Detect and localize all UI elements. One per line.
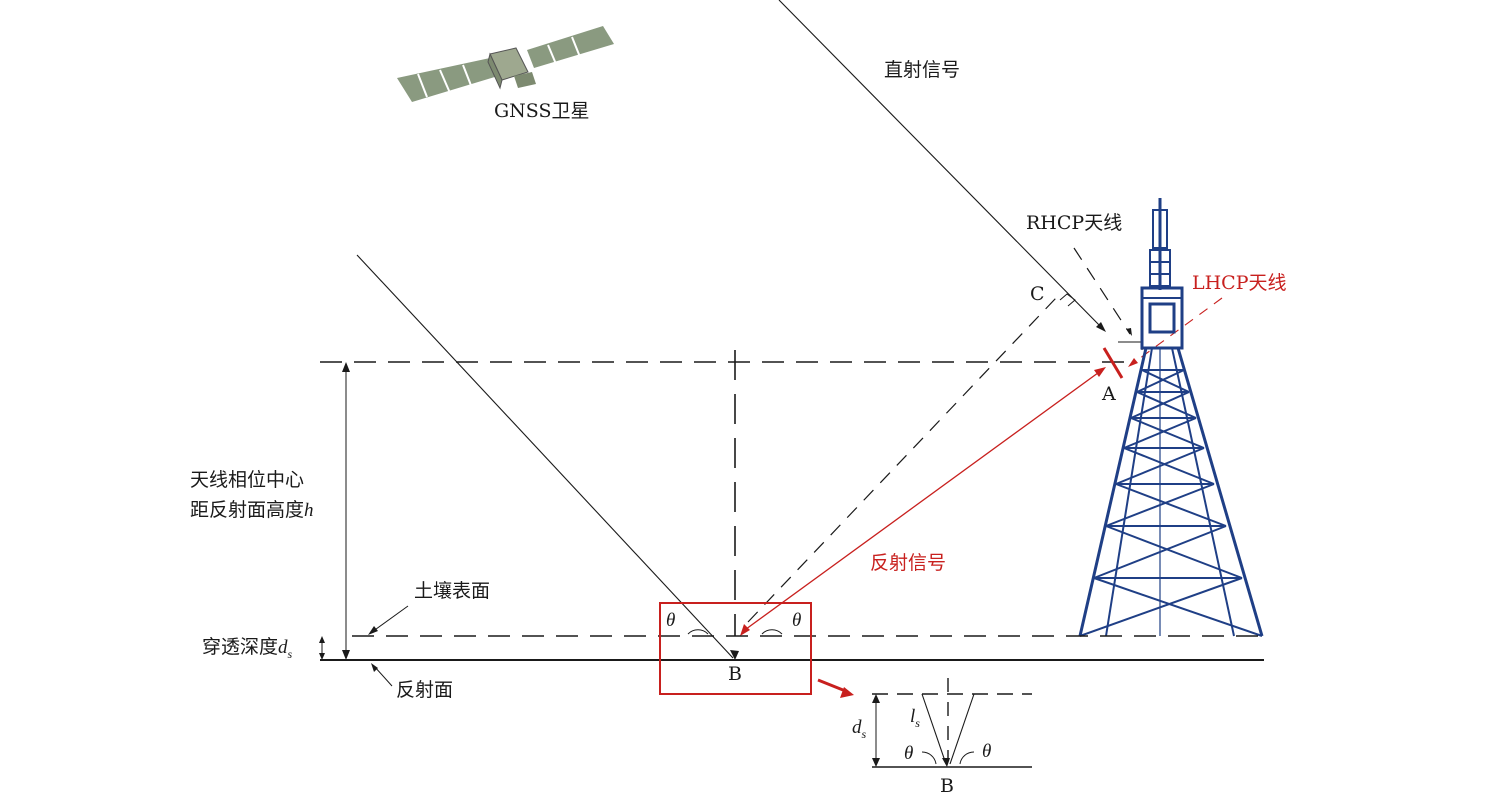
magnify-arrow-head [840, 687, 854, 698]
inset-left-angle-arc [921, 751, 937, 765]
right-angle-mark-c [1059, 293, 1076, 307]
reflection-angle-label: θ [792, 610, 801, 631]
gnss-satellite-icon [397, 26, 614, 102]
height-label-line2: 距反射面高度h [190, 499, 314, 521]
inset-reflected-path [949, 693, 975, 765]
rhcp-pointer-dashed-line [1073, 247, 1131, 335]
reflection-surface-label: 反射面 [396, 679, 453, 701]
reflected-signal-arrowhead [1094, 367, 1106, 377]
incident-angle-label: θ [666, 610, 675, 631]
inset-right-angle-arc [959, 751, 975, 765]
incident-angle-arc [687, 629, 709, 635]
reflection-surface-pointer [373, 665, 393, 687]
reflection-angle-arc [761, 629, 783, 635]
reflected-signal-tail-arrowhead [740, 624, 750, 636]
satellite-label: GNSS卫星 [494, 100, 590, 122]
lhcp-pointer-arrowhead [1128, 358, 1138, 367]
direct-signal-line [778, 0, 1105, 331]
soil-surface-label: 土壤表面 [414, 580, 490, 602]
inset-detail: ds ls θ θ B [852, 678, 1032, 797]
lhcp-antenna-element [1102, 347, 1124, 379]
height-arrow-bottom [342, 650, 350, 660]
depth-arrow-top [319, 636, 325, 643]
point-c-label: C [1030, 283, 1045, 305]
depth-arrow-bottom [319, 653, 325, 660]
height-arrow-top [342, 362, 350, 372]
inset-depth-arrow-top [872, 694, 880, 703]
direct-signal-arrowhead [1096, 322, 1106, 332]
lhcp-antenna-label: LHCP天线 [1192, 272, 1287, 294]
inset-depth-arrow-bottom [872, 758, 880, 767]
inset-incident-path [921, 693, 947, 765]
inset-left-angle-label: θ [904, 743, 913, 764]
soil-surface-pointer-arrowhead [368, 626, 378, 635]
rhcp-pointer-arrowhead [1126, 328, 1132, 336]
geometry-dashed-line-bc [747, 297, 1057, 623]
inset-arrowhead [942, 758, 950, 767]
point-a-label: A [1101, 383, 1116, 405]
inset-point-b-label: B [940, 775, 954, 797]
incident-signal-line [356, 254, 734, 659]
inset-path-length-label: ls [910, 706, 920, 730]
incident-arrowhead-b [730, 650, 739, 660]
soil-surface-pointer [371, 605, 409, 633]
penetration-depth-label: 穿透深度ds [202, 636, 293, 661]
reflection-surface-pointer-arrowhead [371, 663, 378, 672]
inset-right-angle-label: θ [982, 741, 991, 762]
reflected-signal-line [741, 369, 1103, 633]
height-label-line1: 天线相位中心 [190, 469, 304, 491]
antenna-tower-icon [1078, 198, 1264, 637]
antenna-mount-bracket [1118, 341, 1143, 350]
point-b-label: B [728, 663, 742, 685]
inset-depth-label: ds [852, 717, 867, 741]
direct-signal-label: 直射信号 [884, 59, 960, 81]
reflection-point-highlight-box [659, 602, 812, 695]
rhcp-antenna-label: RHCP天线 [1026, 212, 1122, 234]
reflected-signal-label: 反射信号 [870, 552, 946, 574]
lhcp-pointer-dashed-line [1131, 297, 1223, 365]
